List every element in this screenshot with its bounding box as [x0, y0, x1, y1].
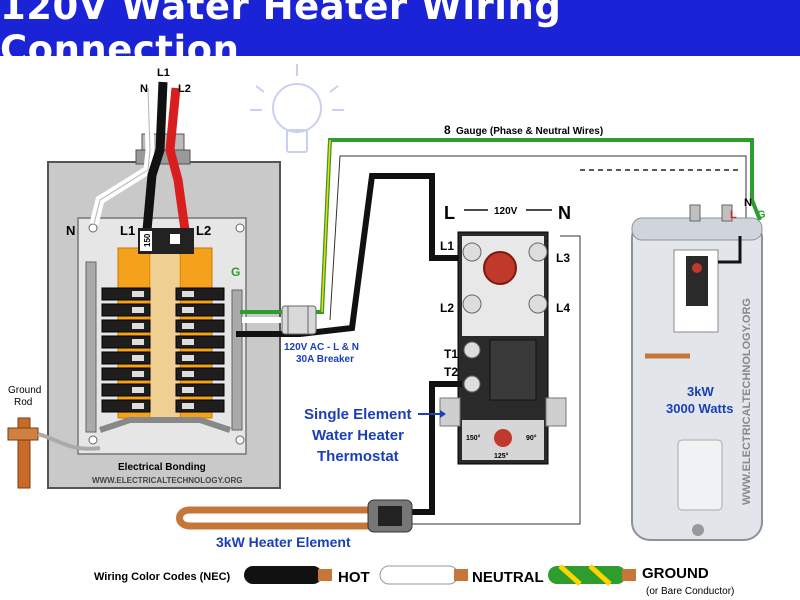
legend-hot-label: HOT — [338, 569, 370, 586]
breaker-toggle — [132, 371, 144, 377]
panel-n-label: N — [66, 223, 75, 238]
lightbulb-icon — [250, 64, 344, 153]
legend-neutral-wire — [379, 565, 468, 585]
breaker-toggle — [182, 339, 194, 345]
supply-wire-n — [89, 87, 155, 226]
panel-breakers — [101, 287, 225, 413]
thermostat-voltage: 120V — [494, 206, 518, 217]
panel-watermark: WWW.ELECTRICALTECHNOLOGY.ORG — [92, 476, 243, 485]
heater-power-2: 3000 Watts — [666, 401, 733, 416]
terminal-l3: L3 — [556, 251, 570, 265]
title-bar: 120V Water Heater Wiring Connection — [0, 0, 800, 71]
legend-ground-label: GROUND — [642, 565, 709, 582]
terminal-l4: L4 — [556, 301, 570, 315]
breaker-label-2: 30A Breaker — [296, 354, 354, 365]
breaker-toggle — [132, 387, 144, 393]
main-breaker — [138, 228, 194, 254]
breaker-toggle — [132, 307, 144, 313]
element-label: 3kW Heater Element — [216, 534, 351, 550]
terminal-l1: L1 — [440, 239, 454, 253]
terminal-t2: T2 — [444, 365, 458, 379]
ground-rod-label-2: Rod — [14, 397, 32, 408]
heater-feed-wires — [718, 236, 742, 264]
breaker-toggle — [182, 387, 194, 393]
breaker-toggle — [182, 371, 194, 377]
thermostat-temp-right: 90° — [526, 434, 537, 442]
heater-n-label: N — [744, 197, 752, 209]
heater-g-label: G — [757, 209, 766, 221]
thermostat-n-side: N — [558, 203, 571, 223]
breaker-label-1: 120V AC - L & N — [284, 342, 359, 353]
thermostat-temp-bottom: 125° — [494, 452, 509, 460]
heater-watermark: WWW.ELECTRICALTECHNOLOGY.ORG — [741, 298, 753, 505]
legend-ground-wire — [548, 564, 636, 586]
element-hot-wire — [410, 381, 462, 515]
supply-wire-l1 — [142, 81, 168, 231]
water-heater-tank — [631, 204, 763, 541]
heater-l-label: L — [730, 209, 737, 221]
supply-wire-l2 — [165, 87, 190, 231]
panel-g-label: G — [231, 265, 240, 279]
breaker-toggle — [132, 291, 144, 297]
thermostat-caption-2: Water Heater — [312, 427, 404, 444]
gauge-number: 8 — [444, 123, 451, 137]
panel-l2-label: L2 — [196, 223, 211, 238]
breaker-toggle — [132, 339, 144, 345]
panel-l1-label: L1 — [120, 223, 135, 238]
thermostat-caption-3: Thermostat — [317, 448, 399, 465]
breaker-toggle — [132, 355, 144, 361]
main-breaker-rating: 150 — [143, 233, 152, 247]
breaker-toggle — [182, 323, 194, 329]
heater-element — [176, 499, 413, 533]
supply-l1-label: L1 — [157, 67, 170, 79]
electrical-panel — [47, 161, 281, 489]
thermostat-l-side: L — [444, 203, 455, 223]
breaker-toggle — [182, 291, 194, 297]
terminal-l2: L2 — [440, 301, 454, 315]
thermostat-temp-left: 150° — [466, 434, 481, 442]
neutral-bar — [85, 261, 243, 433]
bonding-label: Electrical Bonding — [118, 462, 206, 473]
ground-rod-label-1: Ground — [8, 385, 41, 396]
legend-ground-sub: (or Bare Conductor) — [646, 586, 734, 597]
supply-n-label: N — [140, 83, 148, 95]
breaker-toggle — [182, 307, 194, 313]
panel-screws — [88, 223, 245, 445]
thermostat-caption-1: Single Element — [304, 406, 412, 423]
legend-heading: Wiring Color Codes (NEC) — [94, 571, 231, 583]
ground-rod — [7, 417, 101, 489]
thermostat — [439, 231, 567, 465]
supply-l2-label: L2 — [178, 83, 191, 95]
bonding-strap — [99, 417, 231, 433]
legend-neutral-label: NEUTRAL — [472, 569, 544, 586]
wire-clamp — [281, 305, 317, 335]
page-title: 120V Water Heater Wiring Connection — [0, 0, 562, 71]
heater-power-1: 3kW — [687, 384, 714, 399]
terminal-t1: T1 — [444, 347, 458, 361]
breaker-toggle — [182, 403, 194, 409]
legend-hot-wire — [244, 566, 332, 584]
breaker-toggle — [182, 355, 194, 361]
gauge-label: Gauge (Phase & Neutral Wires) — [456, 126, 603, 137]
breaker-toggle — [132, 323, 144, 329]
breaker-toggle — [132, 403, 144, 409]
